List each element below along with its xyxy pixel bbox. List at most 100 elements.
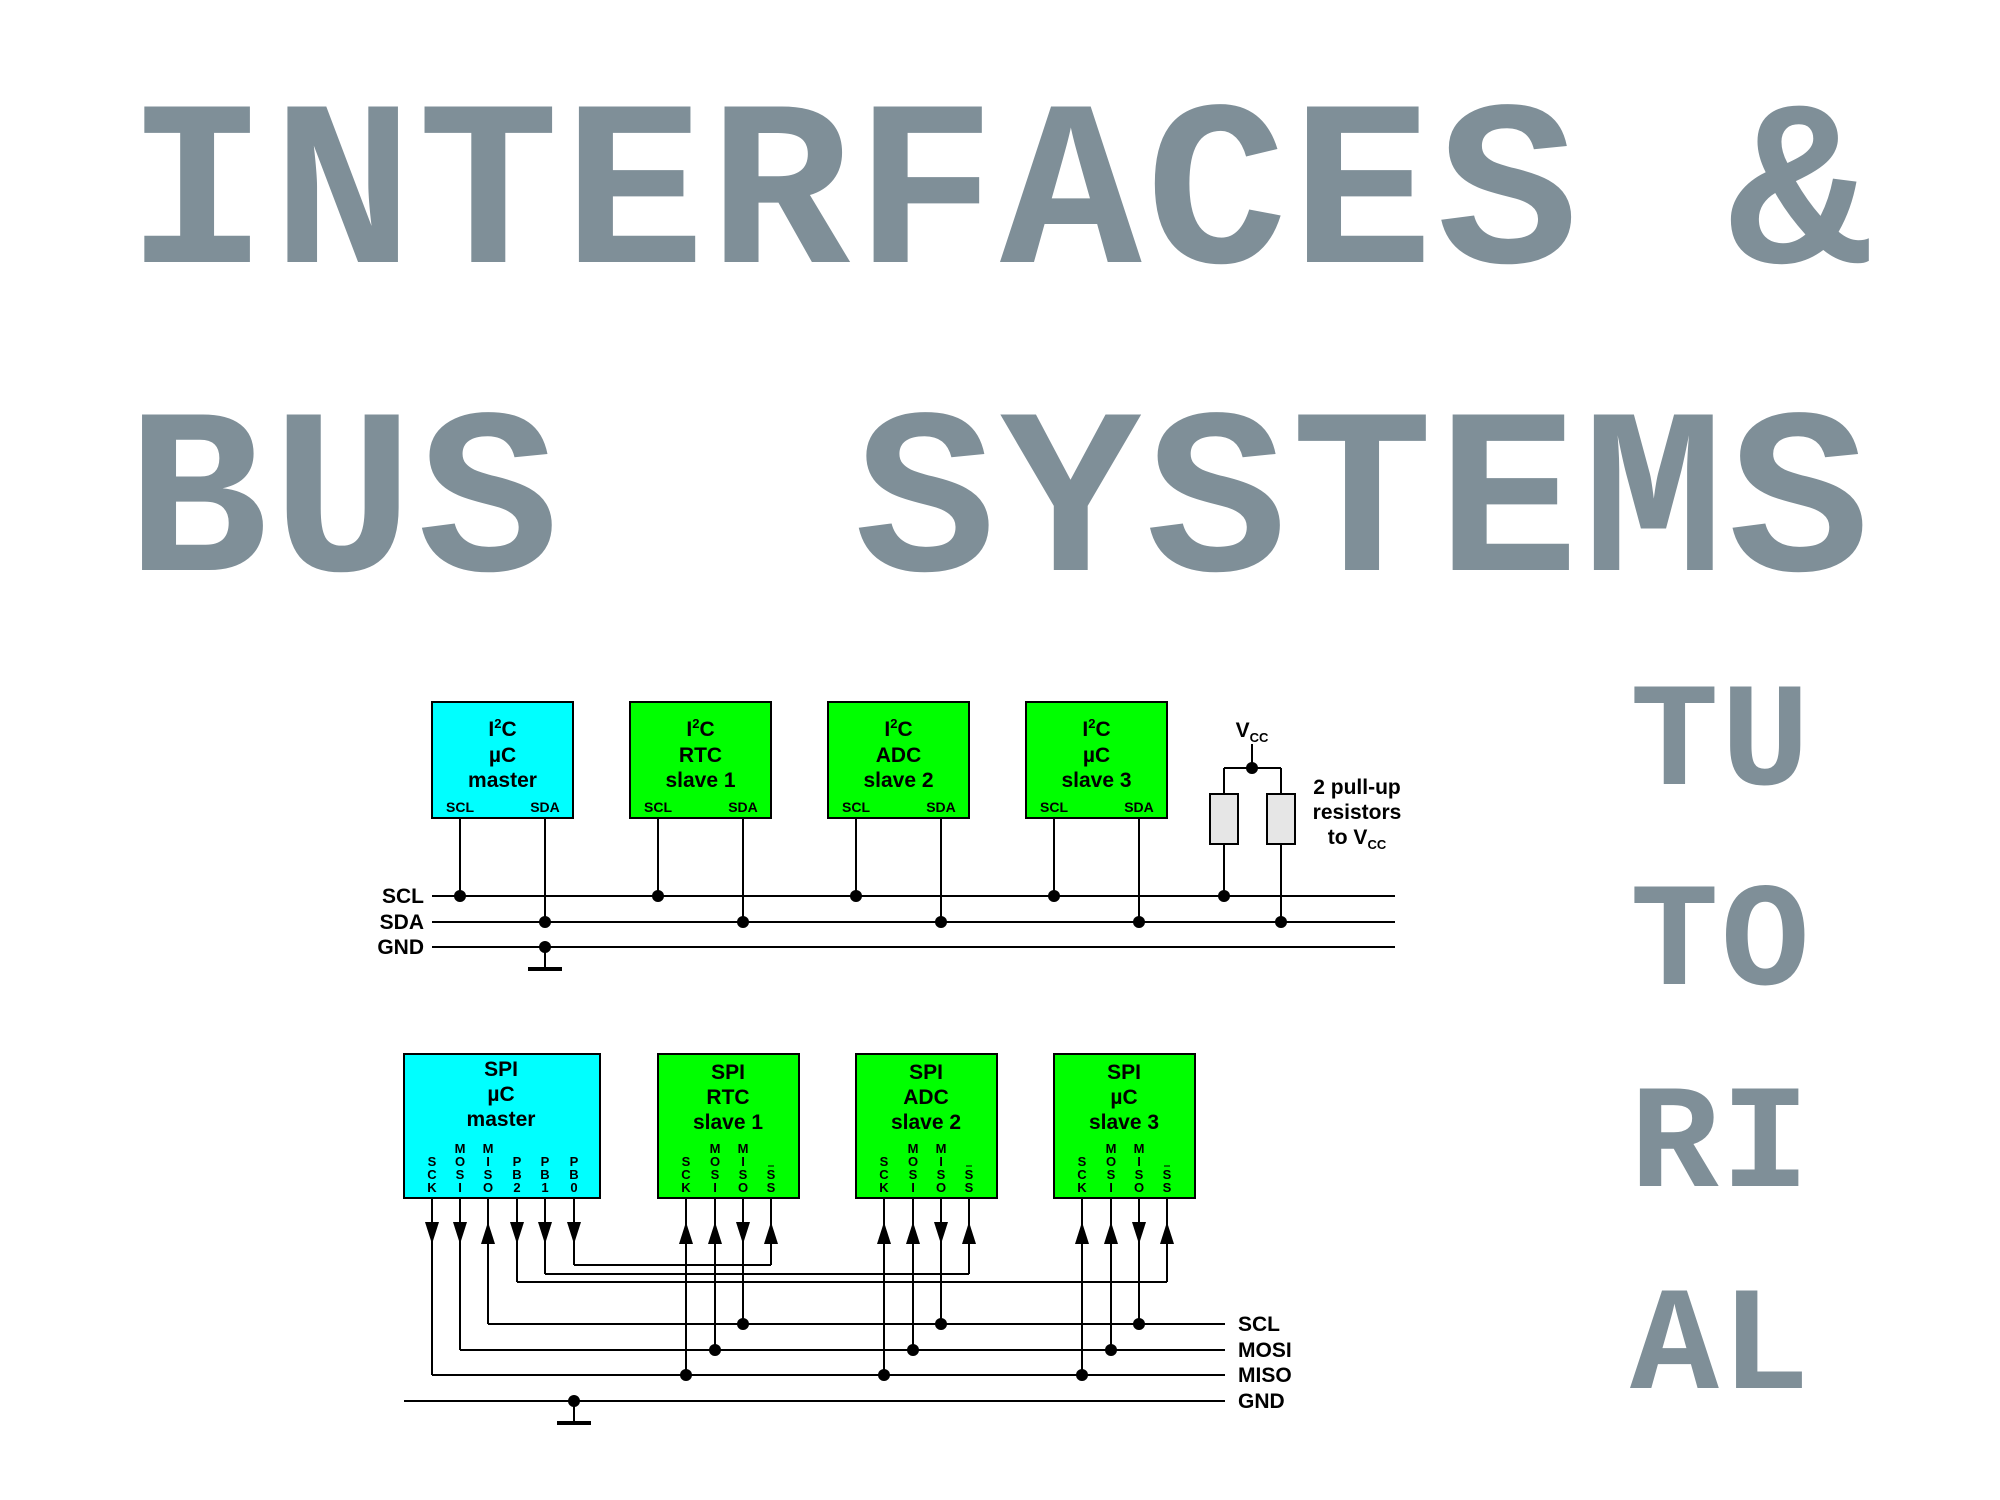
- pin-char: S: [1163, 1167, 1172, 1182]
- spi-slave-title-3: SPI: [1107, 1061, 1141, 1084]
- pin-char: O: [908, 1154, 918, 1169]
- pin-char: I: [939, 1154, 943, 1169]
- tutorial-text-4: AL: [1630, 1266, 1812, 1433]
- spi-master-box: [403, 1053, 601, 1199]
- pin-char: S: [767, 1180, 776, 1195]
- pin-char: I: [1137, 1154, 1141, 1169]
- pin-char: M: [908, 1141, 919, 1156]
- spi-slave1-pin-ss: SS: [767, 1165, 776, 1195]
- spi-junction: [709, 1344, 721, 1356]
- i2c-title-sup: 2: [692, 716, 699, 731]
- spi-slave3-pin-ss: SS: [1163, 1165, 1172, 1195]
- pin-char: M: [738, 1141, 749, 1156]
- pin-char: P: [570, 1154, 579, 1169]
- spi-slave2-pin-ss: SS: [965, 1165, 974, 1195]
- spi-slave1-pin-sck: SCK: [681, 1154, 691, 1195]
- i2c-title-i: I: [1082, 718, 1088, 741]
- tutorial-text-1: TU: [1630, 662, 1812, 829]
- i2c-title-c: C: [897, 718, 912, 741]
- i2c-device-box-3: [827, 701, 970, 819]
- i2c-device-type-4: µC: [1083, 744, 1110, 767]
- spi-bus-label-gnd: GND: [1238, 1390, 1285, 1413]
- pullup-label-3: to VCC: [1328, 826, 1387, 852]
- pullup-resistor-1: [1209, 793, 1239, 845]
- pin-char: S: [682, 1154, 691, 1169]
- i2c-bus-label-gnd: GND: [377, 936, 424, 959]
- spi-master-role: master: [467, 1108, 536, 1131]
- pin-char: K: [1077, 1180, 1087, 1195]
- i2c-sda-junction: [737, 916, 749, 928]
- pin-char: I: [1109, 1180, 1113, 1195]
- i2c-title-c: C: [501, 718, 516, 741]
- spi-junction: [1076, 1369, 1088, 1381]
- pin-char: C: [879, 1167, 889, 1182]
- spi-slave-title-2: SPI: [909, 1061, 943, 1084]
- i2c-device-box-2: [629, 701, 772, 819]
- spi-slave-sck-arrow: [679, 1222, 693, 1244]
- spi-slave-miso-arrow: [736, 1222, 750, 1244]
- spi-master-pin-mosi: MOSI: [455, 1141, 466, 1195]
- pin-char: M: [936, 1141, 947, 1156]
- i2c-device-type-1: µC: [489, 744, 516, 767]
- i2c-pin-scl: SCL: [1040, 799, 1068, 815]
- pin-char: O: [483, 1180, 493, 1195]
- spi-slave1-pin-miso: MISO: [738, 1141, 749, 1195]
- i2c-title-i: I: [686, 718, 692, 741]
- spi-slave-title-1: SPI: [711, 1061, 745, 1084]
- resistor-junction: [1275, 916, 1287, 928]
- pullup-label-3-main: to V: [1328, 826, 1368, 849]
- spi-junction: [1105, 1344, 1117, 1356]
- pin-char: O: [1134, 1180, 1144, 1195]
- i2c-device-box-1: [431, 701, 574, 819]
- pin-char: 0: [570, 1180, 577, 1195]
- spi-slave3-pin-miso: MISO: [1134, 1141, 1145, 1195]
- spi-slave-role-3: slave 3: [1089, 1111, 1159, 1134]
- i2c-title-sup: 2: [1088, 716, 1095, 731]
- spi-slave-type-3: µC: [1110, 1086, 1137, 1109]
- pin-char: O: [710, 1154, 720, 1169]
- i2c-scl-junction: [652, 890, 664, 902]
- pin-char: S: [937, 1167, 946, 1182]
- spi-master-sck-arrow: [425, 1222, 439, 1244]
- pin-char: I: [486, 1154, 490, 1169]
- i2c-title-c: C: [699, 718, 714, 741]
- pullup-resistor-2: [1266, 793, 1296, 845]
- i2c-pin-scl: SCL: [446, 799, 474, 815]
- spi-bus-label-mosi: MOSI: [1238, 1339, 1292, 1362]
- i2c-title-i: I: [488, 718, 494, 741]
- title-line-1: INTERFACES &: [126, 66, 1874, 333]
- i2c-sda-junction: [935, 916, 947, 928]
- i2c-title-sup: 2: [890, 716, 897, 731]
- i2c-sda-junction: [539, 916, 551, 928]
- i2c-device-title-3: I2C: [884, 716, 912, 741]
- spi-cs-arrow-master: [510, 1222, 524, 1244]
- i2c-title-c: C: [1095, 718, 1110, 741]
- spi-slave-sck-arrow: [877, 1222, 891, 1244]
- spi-junction: [907, 1344, 919, 1356]
- pin-char: S: [767, 1167, 776, 1182]
- spi-junction: [1133, 1318, 1145, 1330]
- i2c-pin-scl: SCL: [644, 799, 672, 815]
- spi-bus-label-scl: SCL: [1238, 1313, 1280, 1336]
- spi-junction: [680, 1369, 692, 1381]
- pin-char: B: [569, 1167, 578, 1182]
- pin-char: S: [965, 1180, 974, 1195]
- i2c-vcc-label: VCC: [1236, 719, 1269, 745]
- pin-char: I: [911, 1180, 915, 1195]
- title-line-2: BUS SYSTEMS: [126, 374, 1874, 641]
- spi-slave-mosi-arrow: [1104, 1222, 1118, 1244]
- pin-char: B: [540, 1167, 549, 1182]
- pin-char: S: [739, 1167, 748, 1182]
- spi-slave-type-1: RTC: [706, 1086, 749, 1109]
- i2c-scl-junction: [850, 890, 862, 902]
- i2c-pin-sda: SDA: [728, 799, 758, 815]
- i2c-device-type-2: RTC: [679, 744, 722, 767]
- vcc-junction: [1246, 762, 1258, 774]
- spi-junction: [878, 1369, 890, 1381]
- i2c-vcc-label-main: V: [1236, 719, 1250, 742]
- pin-char: M: [1134, 1141, 1145, 1156]
- spi-slave-role-1: slave 1: [693, 1111, 763, 1134]
- i2c-bus-label-sda: SDA: [380, 911, 424, 934]
- spi-slave-box-3: [1053, 1053, 1196, 1199]
